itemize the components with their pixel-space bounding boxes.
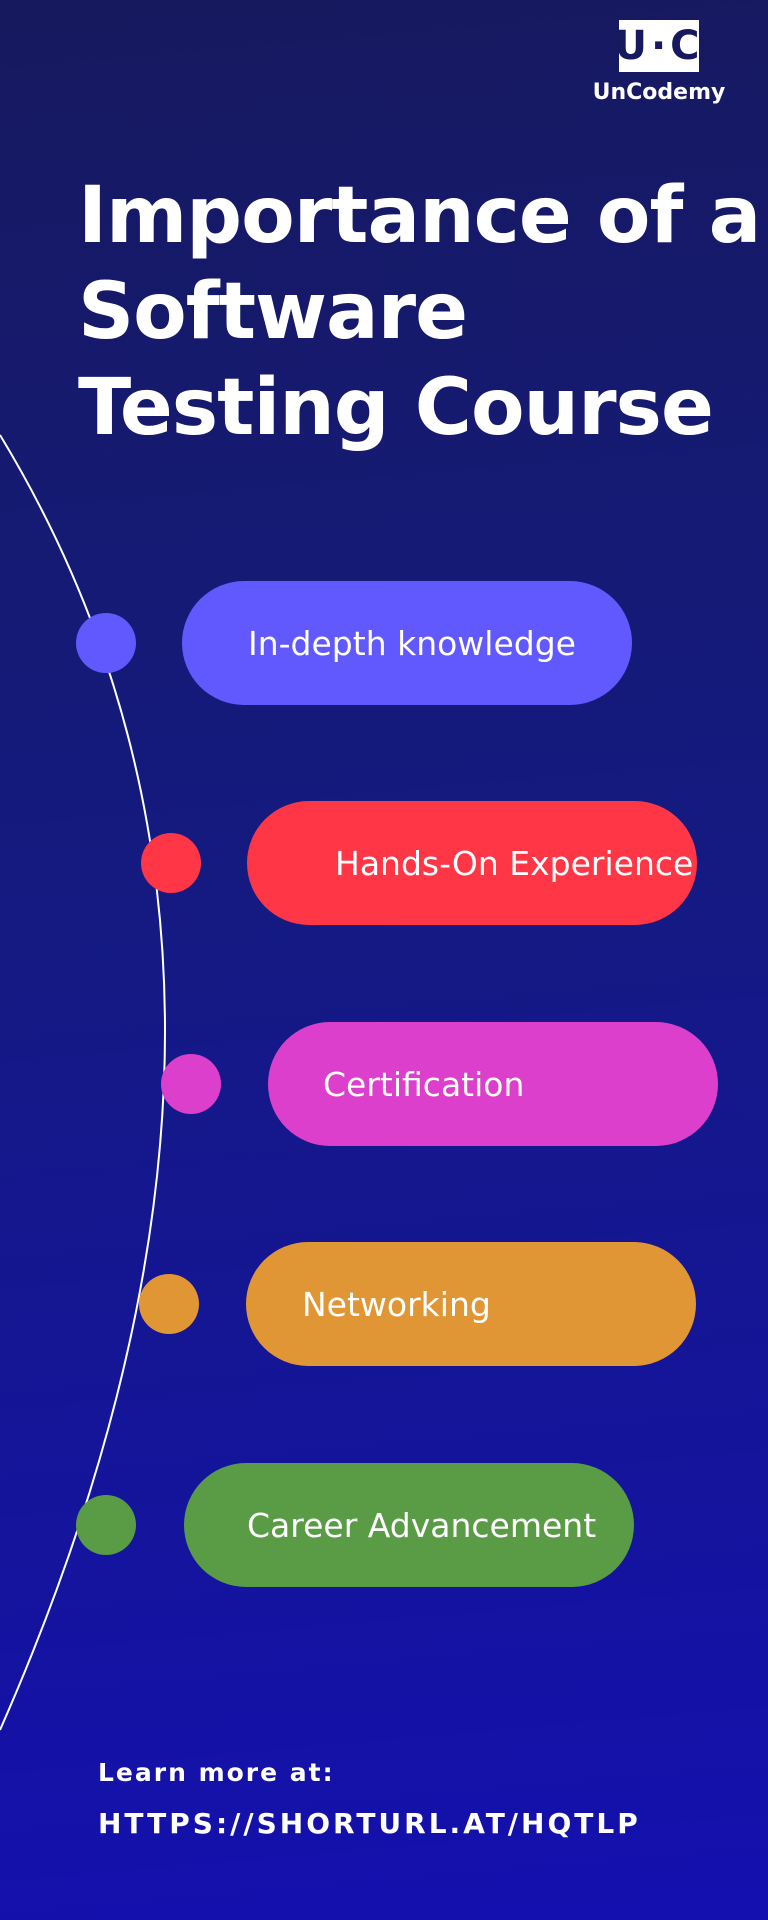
title-line-3: Testing Course (78, 363, 714, 453)
item-pill-certification: Certification (268, 1022, 718, 1146)
timeline-dot-5 (76, 1495, 136, 1555)
item-pill-networking: Networking (246, 1242, 696, 1366)
title-line-1: Importance of a (78, 171, 761, 261)
page-title: Importance of a Software Testing Course (78, 168, 761, 456)
learn-more-url[interactable]: HTTPS://SHORTURL.AT/HQTLP (98, 1807, 641, 1840)
timeline-dot-3 (161, 1054, 221, 1114)
brand-logo: U·C UnCodemy (586, 20, 732, 105)
item-label: In-depth knowledge (248, 623, 576, 663)
item-pill-career-advancement: Career Advancement (184, 1463, 634, 1587)
item-label: Certification (323, 1064, 525, 1104)
timeline-dot-2 (141, 833, 201, 893)
timeline-dot-4 (139, 1274, 199, 1334)
logo-name: UnCodemy (592, 80, 726, 105)
logo-mark-letters: U·C (614, 23, 704, 69)
item-label: Hands-On Experience (335, 843, 694, 883)
item-pill-in-depth-knowledge: In-depth knowledge (182, 581, 632, 705)
learn-more-label: Learn more at: (98, 1758, 335, 1787)
item-label: Career Advancement (247, 1505, 597, 1545)
logo-mark: U·C (614, 20, 700, 72)
timeline-dot-1 (76, 613, 136, 673)
item-pill-hands-on-experience: Hands-On Experience (247, 801, 697, 925)
item-label: Networking (302, 1284, 491, 1324)
title-line-2: Software (78, 267, 468, 357)
